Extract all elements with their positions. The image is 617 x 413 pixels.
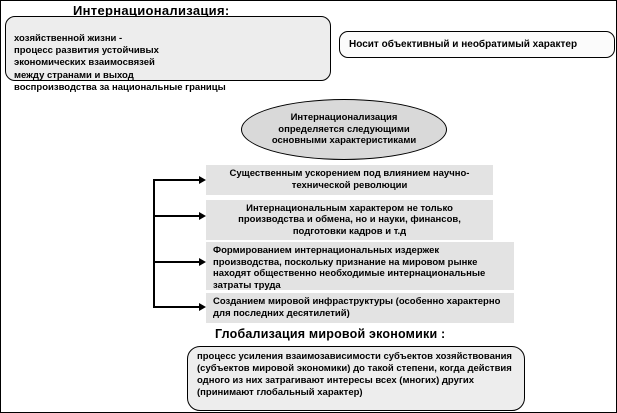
- characteristic-text: Существенным ускорением под влиянием нау…: [229, 168, 470, 191]
- connector-arrow-icon: [153, 176, 206, 184]
- bottom-title: Глобализация мировой экономики :: [215, 327, 446, 341]
- characteristic-box-4: Созданием мировой инфраструктуры (особен…: [206, 293, 514, 323]
- characteristic-text: Интернациональным характером не только п…: [238, 202, 461, 237]
- definition-text: хозяйственной жизни - процесс развития у…: [14, 33, 226, 93]
- globalization-text: процесс усиления взаимозависимости субъе…: [197, 351, 512, 398]
- characteristic-text: Формированием интернациональных издержек…: [213, 245, 486, 291]
- nature-box: Носит объективный и необратимый характер: [339, 31, 615, 58]
- connector-line: [153, 179, 155, 307]
- characteristic-box-3: Формированием интернациональных издержек…: [206, 242, 514, 291]
- characteristic-box-1: Существенным ускорением под влиянием нау…: [206, 165, 493, 195]
- nature-text: Носит объективный и необратимый характер: [349, 39, 578, 50]
- connector-arrow-icon: [153, 258, 206, 266]
- top-title: Интернационализация:: [73, 3, 230, 18]
- characteristic-text: Созданием мировой инфраструктуры (особен…: [213, 296, 501, 319]
- ellipse-text: Интернационализация определяется следующ…: [271, 112, 417, 147]
- definition-box: хозяйственной жизни - процесс развития у…: [5, 16, 331, 93]
- globalization-box: процесс усиления взаимозависимости субъе…: [187, 346, 525, 411]
- connector-arrow-icon: [153, 212, 206, 220]
- connector-arrow-icon: [153, 303, 206, 311]
- characteristic-box-2: Интернациональным характером не только п…: [206, 200, 493, 240]
- characteristics-ellipse: Интернационализация определяется следующ…: [241, 99, 447, 160]
